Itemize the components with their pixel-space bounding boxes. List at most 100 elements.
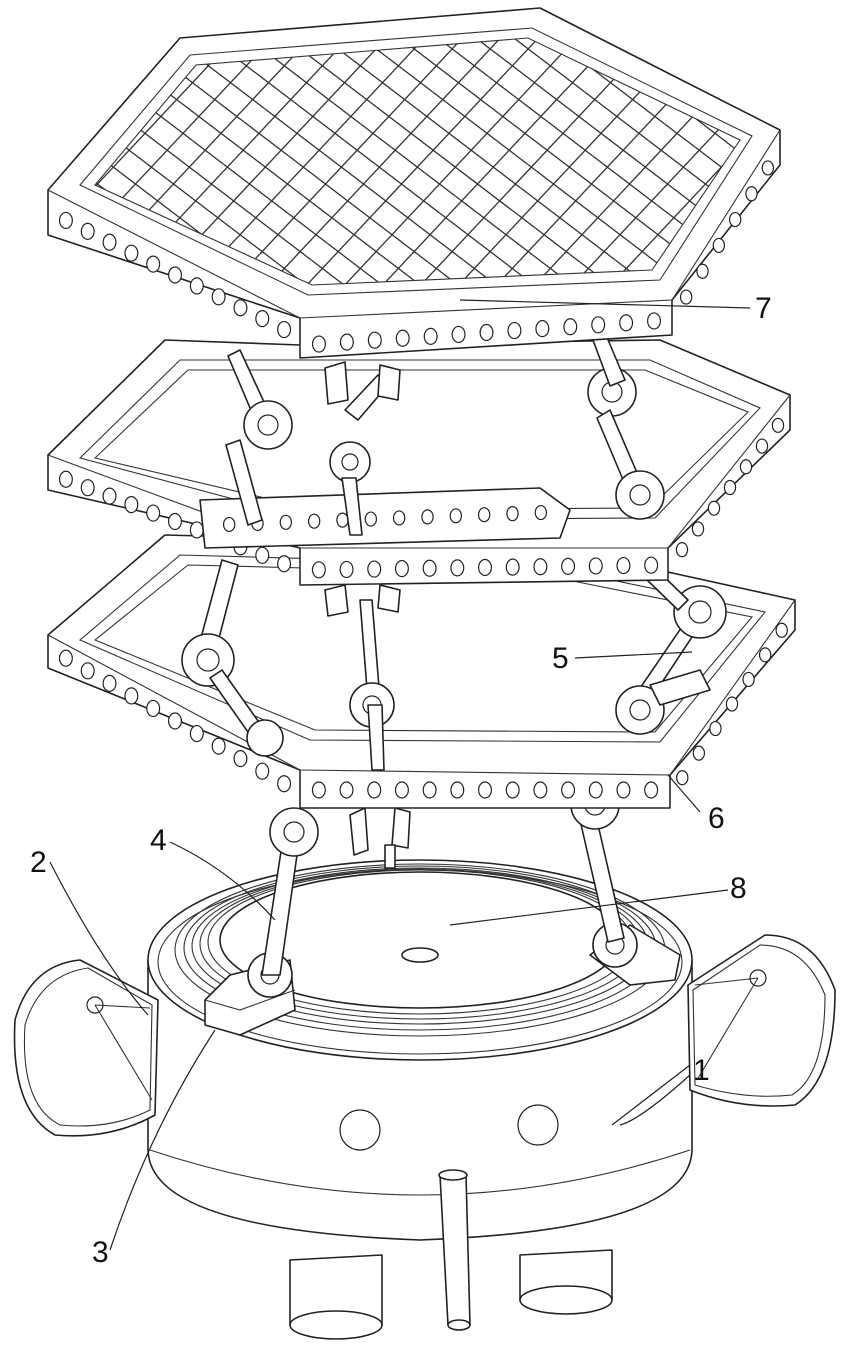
frame-hole (60, 650, 73, 666)
frame-hole (340, 561, 353, 577)
callout-5: 5 (552, 642, 569, 675)
mesh-tray (0, 0, 855, 358)
callout-3: 3 (92, 1236, 109, 1269)
frame-hole (212, 738, 225, 754)
frame-hole (224, 517, 235, 531)
frame-hole (535, 506, 546, 520)
callout-8: 8 (730, 872, 747, 905)
frame-hole (693, 746, 704, 760)
frame-hole (280, 515, 291, 529)
frame-hole (617, 782, 630, 798)
frame-hole (103, 675, 116, 691)
frame-hole (147, 700, 160, 716)
frame-hole (724, 481, 735, 495)
callout-1: 1 (693, 1054, 710, 1087)
frame-hole (234, 751, 247, 767)
frame-hole (278, 322, 291, 338)
frame-hole (278, 556, 291, 572)
callout-2: 2 (30, 846, 47, 879)
frame-hole (450, 509, 461, 523)
frame-hole (256, 311, 269, 327)
frame-hole (506, 559, 519, 575)
mesh-strand (806, 0, 855, 320)
frame-hole (394, 511, 405, 525)
frame-hole (506, 782, 519, 798)
mesh-strand (0, 0, 10, 320)
frame-hole (648, 313, 661, 329)
frame-hole (645, 557, 658, 573)
frame-hole (312, 782, 325, 798)
left-wing (15, 960, 159, 1136)
frame-hole (726, 697, 737, 711)
frame-hole (256, 547, 269, 563)
frame-hole (743, 672, 754, 686)
frame-hole (212, 289, 225, 305)
frame-hole (772, 418, 783, 432)
frame-hole (746, 187, 757, 201)
frame-hole (589, 782, 602, 798)
frame-hole (103, 234, 116, 250)
frame-hole (592, 317, 605, 333)
mesh-strand (0, 0, 42, 320)
frame-hole (536, 321, 549, 337)
frame-hole (562, 782, 575, 798)
frame-hole (562, 558, 575, 574)
frame-hole (365, 512, 376, 526)
frame-hole (147, 505, 160, 521)
frame-hole (730, 213, 741, 227)
frame-hole (564, 319, 577, 335)
mesh-strand (768, 0, 855, 320)
frame-hole (422, 510, 433, 524)
frame-hole (740, 460, 751, 474)
frame-hole (681, 290, 692, 304)
mesh-strand (0, 0, 48, 320)
frame-hole (190, 522, 203, 538)
frame-hole (256, 763, 269, 779)
mesh-strand (0, 0, 4, 320)
right-wing (688, 935, 835, 1106)
frame-hole (480, 325, 493, 341)
mesh-strand (844, 0, 855, 320)
frame-hole (169, 267, 182, 283)
frame-hole (534, 559, 547, 575)
frame-hole (617, 558, 630, 574)
frame-hole (451, 782, 464, 798)
frame-hole (508, 323, 521, 339)
frame-hole (60, 212, 73, 228)
frame-hole (479, 508, 490, 522)
frame-hole (424, 328, 437, 344)
frame-hole (190, 726, 203, 742)
frame-hole (81, 480, 94, 496)
frame-hole (169, 713, 182, 729)
frame-hole (645, 782, 658, 798)
frame-hole (125, 688, 138, 704)
frame-hole (169, 514, 182, 530)
frame-hole (452, 326, 465, 342)
frame-hole (692, 522, 703, 536)
frame-hole (479, 782, 492, 798)
frame-hole (396, 782, 409, 798)
frame-hole (312, 562, 325, 578)
frame-hole (760, 648, 771, 662)
frame-hole (278, 776, 291, 792)
frame-hole (103, 488, 116, 504)
frame-hole (589, 558, 602, 574)
frame-hole (479, 560, 492, 576)
frame-hole (125, 245, 138, 261)
frame-hole (190, 278, 203, 294)
callout-7: 7 (755, 292, 772, 325)
frame-hole (677, 771, 688, 785)
frame-hole (451, 560, 464, 576)
frame-hole (396, 561, 409, 577)
mesh-strand (768, 0, 855, 320)
mesh-strand (844, 0, 855, 320)
frame-hole (81, 663, 94, 679)
frame-hole (368, 332, 381, 348)
frame-hole (147, 256, 160, 272)
frame-hole (697, 264, 708, 278)
frame-hole (713, 238, 724, 252)
frame-hole (309, 514, 320, 528)
mesh-strand (806, 0, 855, 320)
callout-6: 6 (708, 802, 725, 835)
